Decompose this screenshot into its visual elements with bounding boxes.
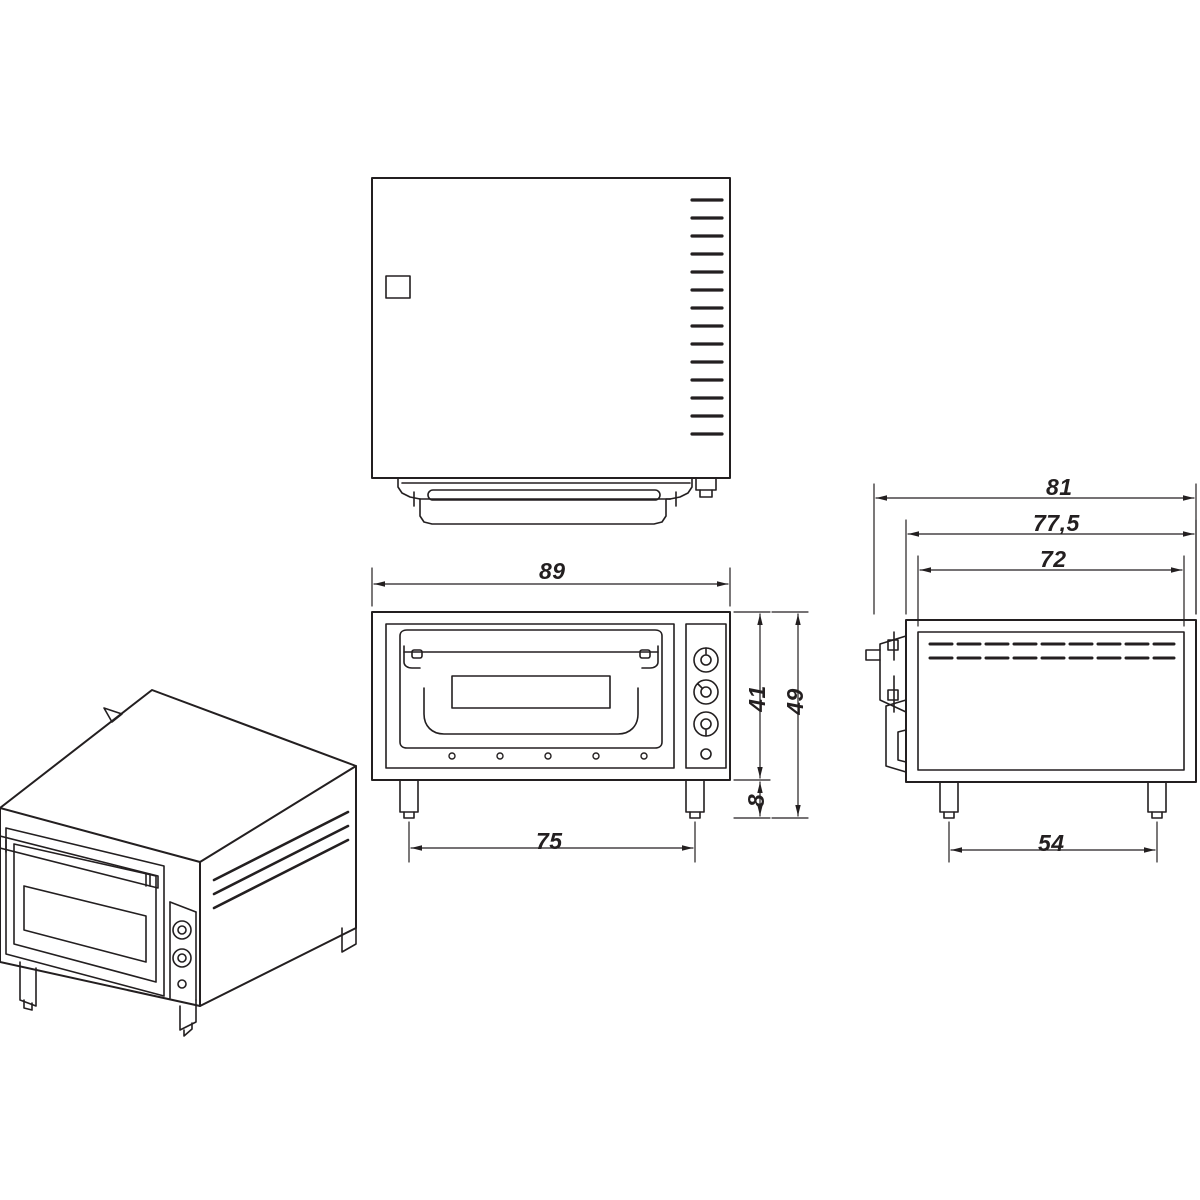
side-view <box>865 619 1197 819</box>
dimension-lines-side <box>873 483 1197 863</box>
dimension-label-side-inner-depth: 72 <box>1040 546 1067 572</box>
dimension-lines-front <box>371 567 809 863</box>
top-view <box>371 177 731 525</box>
dimension-label-side-body-depth: 77,5 <box>1033 510 1080 536</box>
front-view <box>371 611 731 819</box>
dimension-label-side-feet-depth: 54 <box>1038 830 1065 856</box>
dimension-label-front-leg-height: 8 <box>743 793 770 808</box>
dimension-label-side-total-depth: 81 <box>1046 474 1073 500</box>
dimension-label-front-feet-width: 75 <box>536 828 563 854</box>
dimension-label-front-width: 89 <box>539 558 566 584</box>
perspective-view <box>0 689 357 1037</box>
dimension-label-front-body-height: 41 <box>743 685 770 712</box>
dimension-label-front-total-height: 49 <box>781 688 808 715</box>
